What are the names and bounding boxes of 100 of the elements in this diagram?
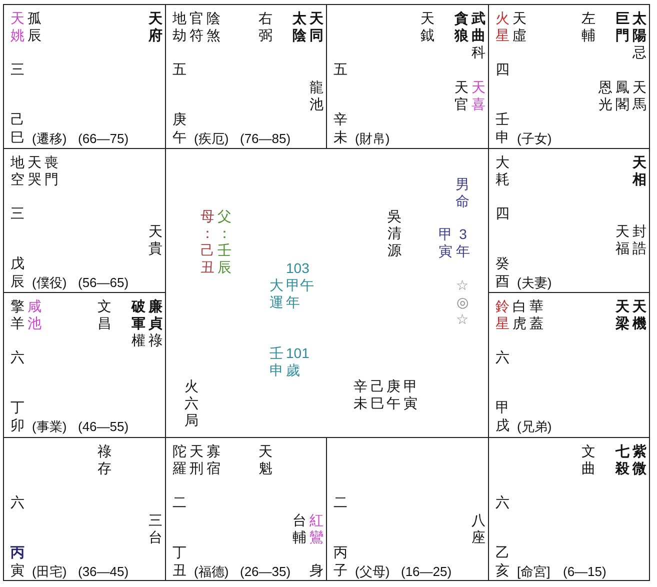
star-name: 官符 [189,10,204,44]
palace-number: 五 [333,61,348,78]
body-palace-mark: 身 [309,562,324,579]
palace-name: (福德) [194,563,229,580]
star-name: 地劫 [172,10,187,44]
major-star-name: 天梁 [615,298,630,332]
major-star-name: 紫微 [632,443,647,477]
birth-year-pillar: 甲寅 [438,226,453,260]
star-name: 天魁 [258,443,273,477]
palace-name: (僕役) [32,274,67,291]
age-range: (36—45) [78,563,129,580]
earthly-branch: 亥 [495,562,510,579]
gender-label: 男命 [455,176,470,210]
major-star-name: 巨門 [615,10,630,44]
palace-name: (事業) [32,418,67,435]
star-name: 祿存 [97,443,112,477]
transformation-mark: 科 [471,44,486,61]
earthly-branch: 子 [333,562,348,579]
heavenly-stem: 丁 [10,399,25,416]
major-star-name: 破軍 [131,298,146,332]
palace-cell [326,4,489,149]
star-name: 文曲 [581,443,596,477]
major-star-name: 天同 [309,10,324,44]
palace-number: 六 [10,494,25,511]
heavenly-stem: 丁 [172,544,187,561]
palace-name: (田宅) [32,563,67,580]
star-name: 寡宿 [206,443,221,477]
star-name: 陰煞 [206,10,221,44]
star-name: 天哭 [27,154,42,188]
major-star-name: 武曲 [471,10,486,44]
star-name: 右弼 [258,10,273,44]
age-range: (66—75) [78,130,129,147]
star-name: 天喜 [471,79,486,113]
transformation-mark: 忌 [632,44,647,61]
heavenly-stem: 戊 [10,255,25,272]
palace-cell [165,4,327,149]
major-period-label: 大運 [269,277,284,311]
major-star-name: 天府 [148,10,163,44]
father-birth-pillar: 父：壬辰 [217,208,232,276]
major-star-name: 太陰 [292,10,307,44]
palace-name: (疾厄) [194,130,229,147]
star-name: 台輔 [292,512,307,546]
palace-number: 三 [10,205,25,222]
person-name: 吳清源 [387,208,402,259]
star-name: 大耗 [495,154,510,188]
palace-name: (遷移) [32,130,67,147]
major-star-name: 貪狼 [454,10,469,44]
major-star-name: 天機 [632,298,647,332]
age-range: (26—35) [240,563,291,580]
star-name: 天姚 [10,10,25,44]
palace-number: 五 [172,61,187,78]
birth-pillar: 庚午 [386,378,401,412]
palace-number: 六 [495,349,510,366]
star-name: 陀羅 [172,443,187,477]
star-name: 孤辰 [27,10,42,44]
birth-pillar: 己巳 [370,378,385,412]
major-star-name: 太陽 [632,10,647,44]
age-range: (56—65) [78,274,129,291]
star-symbols: ☆◎☆ [455,277,470,328]
period-year: 103甲午年 [286,260,314,311]
earthly-branch: 丑 [172,562,187,579]
star-name: 龍池 [309,79,324,113]
transformation-mark: 祿 [148,332,163,349]
star-name: 華蓋 [529,298,544,332]
palace-cell [3,4,166,149]
star-name: 文昌 [97,298,112,332]
palace-name: (子女) [517,130,552,147]
palace-cell [488,4,650,149]
birth-year-number: 3年 [455,226,471,260]
earthly-branch: 卯 [10,417,25,434]
palace-name: (財帛) [355,130,390,147]
star-name: 鳳閣 [615,79,630,113]
star-name: 鈴星 [495,298,510,332]
age-label: 101歲 [286,345,310,379]
palace-name: (兄弟) [517,418,552,435]
earthly-branch: 辰 [10,273,25,290]
heavenly-stem: 辛 [333,111,348,128]
earthly-branch: 戌 [495,417,510,434]
heavenly-stem: 己 [10,111,25,128]
star-name: 火星 [495,10,510,44]
period-pillar: 壬申 [269,345,284,379]
palace-number: 三 [10,61,25,78]
earthly-branch: 巳 [10,129,25,146]
palace-name: (夫妻) [517,274,552,291]
star-name: 喪門 [44,154,59,188]
earthly-branch: 未 [333,129,348,146]
palace-number: 四 [495,205,510,222]
star-name: 三台 [148,512,163,546]
star-name: 天馬 [632,79,647,113]
star-name: 天貴 [148,223,163,257]
heavenly-stem: 丙 [333,544,348,561]
star-name: 天福 [615,223,630,257]
palace-number: 二 [333,494,348,511]
palace-number: 六 [495,494,510,511]
star-name: 咸池 [27,298,42,332]
star-name: 地空 [10,154,25,188]
major-star-name: 七殺 [615,443,630,477]
earthly-branch: 申 [495,129,510,146]
birth-pillar: 甲寅 [403,378,418,412]
star-name: 紅鸞 [309,512,324,546]
